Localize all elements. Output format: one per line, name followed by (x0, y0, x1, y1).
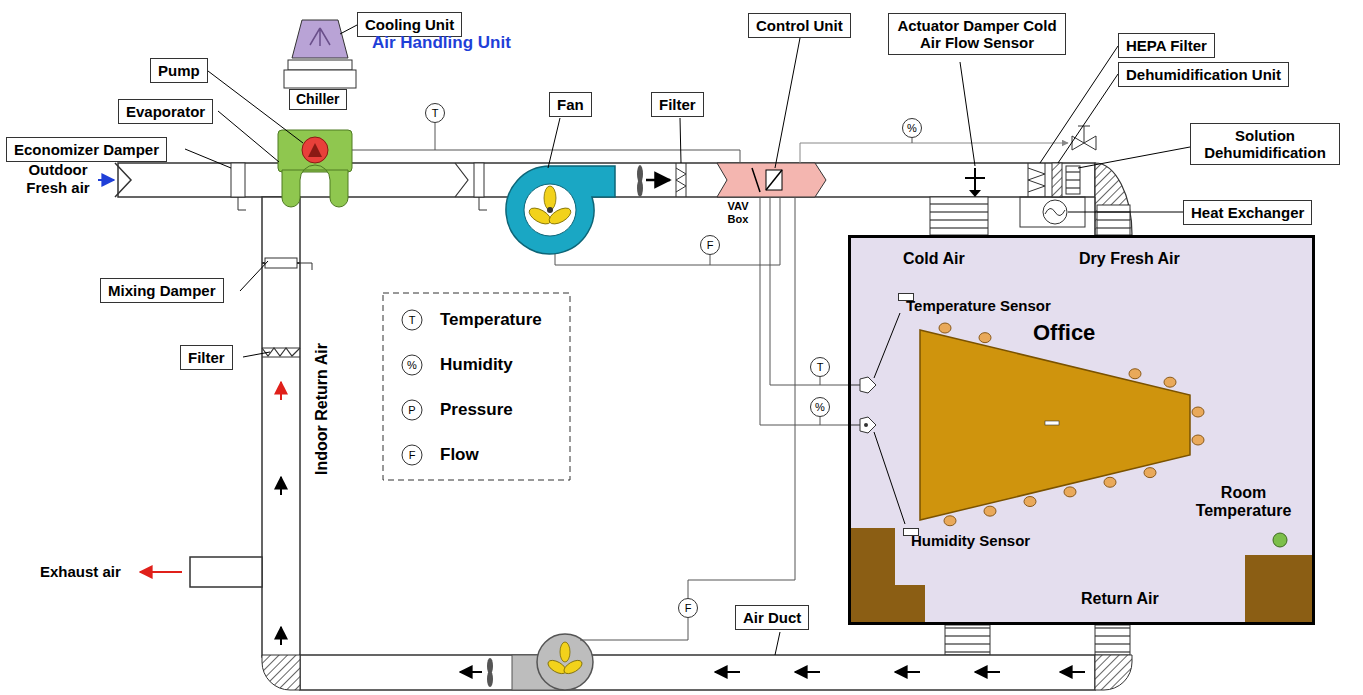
chair (1104, 477, 1116, 487)
callout-box: Humidity Sensor (903, 528, 919, 536)
callout-text: Cooling Unit (365, 16, 454, 33)
callout-text: Solution Dehumidification (1198, 127, 1332, 161)
callout-box: Control Unit (748, 13, 851, 38)
chair (1064, 487, 1076, 497)
callout-box: Pump (150, 58, 208, 83)
callout-text: Dehumidification Unit (1126, 66, 1281, 83)
callout-box: Evaporator (118, 99, 213, 124)
callout-text: Temperature Sensor (906, 297, 1051, 314)
callout-text: Heat Exchanger (1191, 204, 1304, 221)
sensor-circle: % (902, 118, 922, 138)
room-label: Return Air (1081, 590, 1159, 608)
inlet-label: Outdoor Fresh air (20, 161, 96, 197)
chair (1024, 497, 1036, 507)
sensor-letter: T (426, 104, 444, 122)
sensor-circle: F (700, 235, 720, 255)
vav-box: VAV Box (717, 163, 826, 197)
room-label: Room Temperature (1181, 484, 1306, 520)
sensor-letter: % (811, 398, 829, 416)
callout-text: Chiller (296, 91, 340, 108)
callout-text: HEPA Filter (1126, 37, 1207, 54)
callout-box: Fan (549, 92, 592, 117)
chair (1129, 369, 1141, 379)
office-room: Cold Air Dry Fresh AirOfficeRoom Temperat… (848, 235, 1315, 625)
chair (1192, 435, 1204, 445)
legend-symbol: P (402, 400, 422, 420)
chair (1144, 468, 1156, 478)
callout-text: Evaporator (126, 103, 205, 120)
callout-text: Filter (188, 349, 225, 366)
legend-text: Temperature (440, 310, 542, 330)
callout-text: Air Duct (743, 609, 801, 626)
callout-text: Humidity Sensor (911, 532, 1030, 549)
sensor-letter: F (679, 599, 697, 617)
unit-title: Air Handling Unit (372, 33, 511, 53)
sensor-letter: F (701, 236, 719, 254)
callout-box: Filter (180, 345, 233, 370)
room-label: Office (1033, 320, 1095, 346)
sensor-circle: F (678, 598, 698, 618)
room-label: Dry Fresh Air (1079, 250, 1180, 268)
legend-text: Flow (440, 445, 479, 465)
room-label: Cold Air (903, 250, 965, 268)
chair (984, 506, 996, 516)
sensor-circle: % (810, 397, 830, 417)
duct-label: Indoor Return Air (313, 339, 331, 479)
callout-box: Dehumidification Unit (1118, 62, 1289, 87)
legend-text: Humidity (440, 355, 513, 375)
callout-box: Chiller (289, 89, 347, 110)
callout-text: Control Unit (756, 17, 843, 34)
callout-text: Economizer Damper (14, 141, 159, 158)
callout-text: Actuator Damper Cold Air Flow Sensor (896, 17, 1058, 51)
callout-box: Temperature Sensor (898, 293, 914, 301)
sensor-letter: T (811, 358, 829, 376)
callout-text: Fan (557, 96, 584, 113)
legend-symbol: F (402, 445, 422, 465)
callout-text: VAV Box (721, 200, 755, 226)
callout-box: HEPA Filter (1118, 33, 1215, 58)
chair (1164, 377, 1176, 387)
callout-text: Mixing Damper (108, 282, 216, 299)
chair (939, 323, 951, 333)
callout-box: Filter (651, 92, 704, 117)
sensor-circle: T (425, 103, 445, 123)
callout-box: Mixing Damper (100, 278, 224, 303)
legend-symbol: % (402, 355, 422, 375)
sensor-circle: T (810, 357, 830, 377)
callout-box: Solution Dehumidification (1190, 123, 1340, 165)
callout-box: Air Duct (735, 605, 809, 630)
outlet-label: Exhaust air (40, 563, 121, 580)
chair (944, 516, 956, 526)
legend-text: Pressure (440, 400, 513, 420)
chair (1192, 407, 1204, 417)
callout-box: Economizer Damper (6, 137, 167, 162)
legend-symbol: T (402, 310, 422, 330)
callout-text: Pump (158, 62, 200, 79)
callout-text: Filter (659, 96, 696, 113)
sensor-letter: % (903, 119, 921, 137)
chair (979, 333, 991, 343)
callout-box: Heat Exchanger (1183, 200, 1312, 225)
callout-box: Actuator Damper Cold Air Flow Sensor (888, 13, 1066, 55)
